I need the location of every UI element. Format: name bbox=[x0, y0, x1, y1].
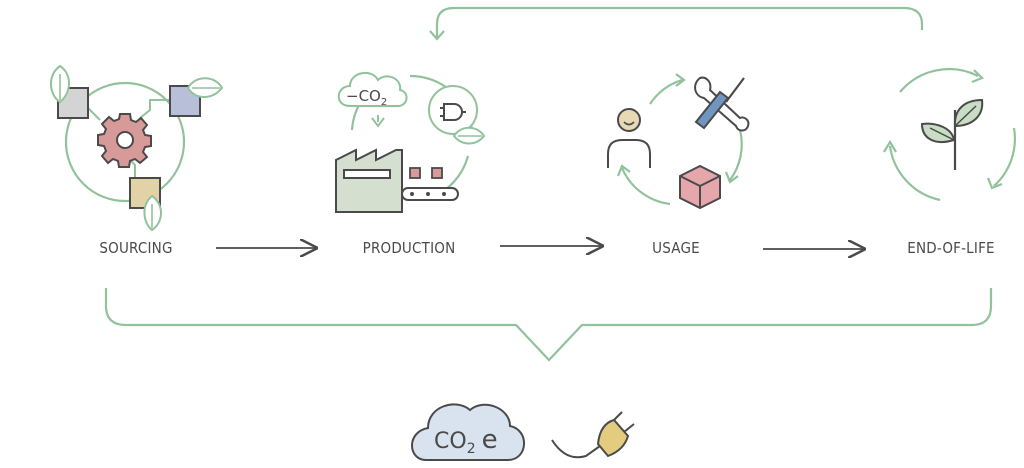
cloud-co2-text: CO bbox=[434, 429, 467, 454]
cloud-co2-suffix: e bbox=[482, 425, 498, 455]
leaf-icon bbox=[50, 64, 70, 104]
cloud-icon: −CO2 bbox=[337, 71, 408, 108]
leaf-icon bbox=[186, 77, 224, 98]
stage-label-usage: USAGE bbox=[652, 239, 700, 257]
stage-label-sourcing: SOURCING bbox=[99, 239, 172, 257]
loop-back-arrow bbox=[429, 6, 924, 41]
co2-reduction-text: −CO bbox=[346, 87, 381, 105]
svg-text:−CO2: −CO2 bbox=[346, 87, 387, 108]
stage-label-end-of-life: END-OF-LIFE bbox=[907, 239, 995, 257]
cloud-co2-subscript: 2 bbox=[467, 441, 476, 457]
plug-icon bbox=[551, 411, 635, 459]
summary-bracket bbox=[104, 288, 993, 362]
gear-icon bbox=[97, 113, 152, 168]
usage-icon bbox=[607, 73, 750, 210]
plug-icon bbox=[428, 85, 478, 135]
box-icon bbox=[679, 164, 721, 210]
leaf-icon bbox=[143, 194, 162, 232]
conveyor-icon bbox=[401, 167, 459, 201]
plant-icon bbox=[920, 98, 984, 170]
stage-label-production: PRODUCTION bbox=[363, 239, 456, 257]
production-icon: −CO2 bbox=[335, 71, 486, 213]
person-icon bbox=[607, 108, 651, 168]
gray-material-square bbox=[57, 87, 89, 119]
end-of-life-icon bbox=[883, 68, 1016, 202]
co2-subscript: 2 bbox=[381, 97, 387, 108]
sourcing-icon bbox=[50, 64, 224, 232]
leaf-icon bbox=[452, 126, 486, 145]
factory-icon bbox=[335, 148, 403, 213]
screwdriver-icon bbox=[694, 77, 745, 130]
